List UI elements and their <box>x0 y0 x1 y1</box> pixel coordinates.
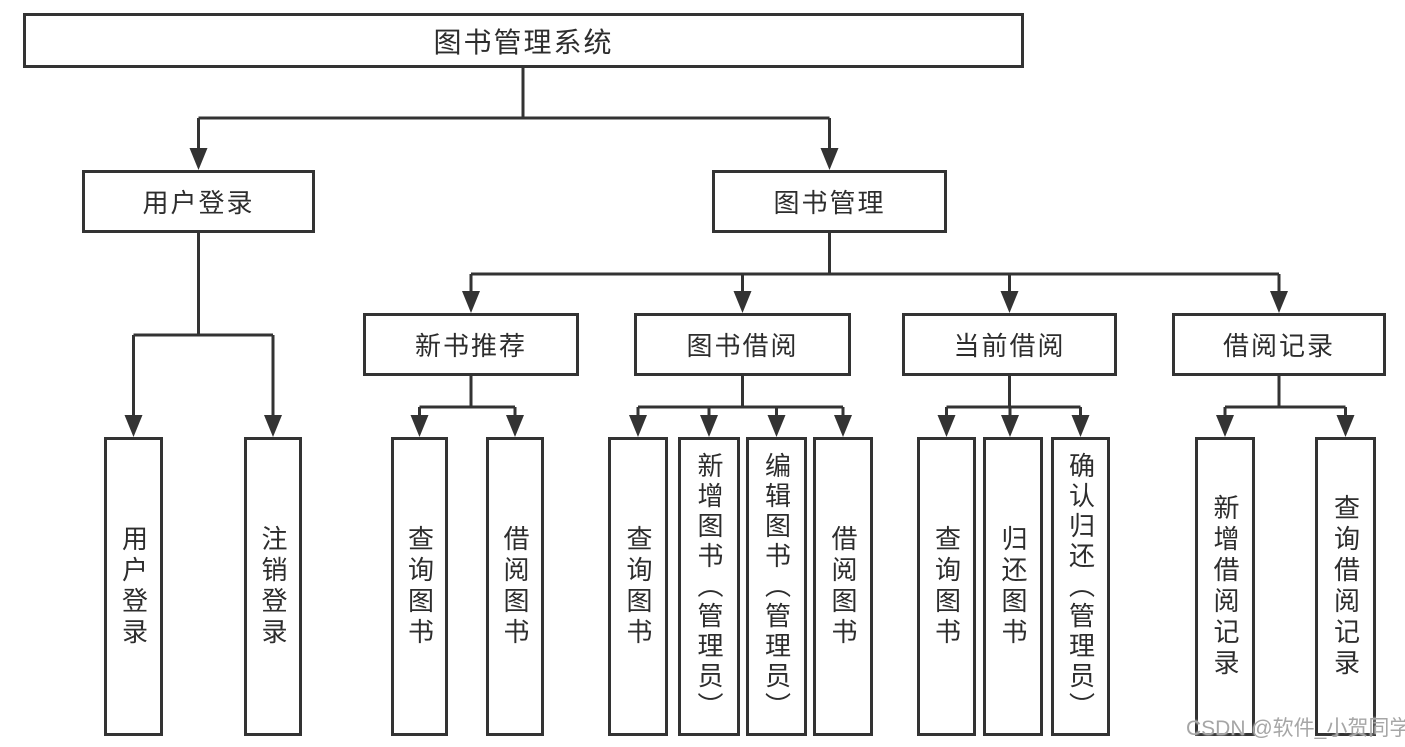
leaf-current-query-books-label: 查询图书 <box>931 524 962 649</box>
leaf-edit-books-admin: 编辑图书（管理员） <box>746 437 807 736</box>
csdn-watermark: CSDN @软件_小贺同学 <box>1186 717 1405 740</box>
leaf-logout-login-label: 注销登录 <box>258 524 288 649</box>
leaf-borrowing-borrow-books-label: 借阅图书 <box>828 524 858 649</box>
leaf-borrowing-borrow-books: 借阅图书 <box>813 437 873 736</box>
node-new-book-recommend-label: 新书推荐 <box>414 331 527 361</box>
node-new-book-recommend: 新书推荐 <box>363 313 579 376</box>
node-book-borrowing-label: 图书借阅 <box>686 331 799 361</box>
leaf-rec-query-books: 查询图书 <box>391 437 448 736</box>
leaf-edit-books-admin-label: 编辑图书（管理员） <box>761 451 792 722</box>
node-borrowing-records-label: 借阅记录 <box>1222 331 1335 361</box>
node-borrowing-records: 借阅记录 <box>1172 313 1386 376</box>
node-current-borrowing: 当前借阅 <box>902 313 1117 376</box>
node-book-management-label: 图书管理 <box>773 188 886 218</box>
node-library-system-label: 图书管理系统 <box>433 26 614 58</box>
leaf-add-borrow-record: 新增借阅记录 <box>1195 437 1255 736</box>
leaf-borrowing-query-books-label: 查询图书 <box>623 524 653 649</box>
leaf-user-login: 用户登录 <box>104 437 163 736</box>
node-user-login: 用户登录 <box>82 170 315 233</box>
node-user-login-label: 用户登录 <box>142 188 255 218</box>
leaf-current-query-books: 查询图书 <box>917 437 976 736</box>
leaf-logout-login: 注销登录 <box>244 437 302 736</box>
leaf-add-borrow-record-label: 新增借阅记录 <box>1210 493 1240 680</box>
leaf-confirm-return-admin: 确认归还（管理员） <box>1051 437 1110 736</box>
leaf-add-books-admin: 新增图书（管理员） <box>678 437 740 736</box>
leaf-rec-borrow-books: 借阅图书 <box>486 437 544 736</box>
leaf-borrowing-query-books: 查询图书 <box>608 437 668 736</box>
node-book-management: 图书管理 <box>712 170 947 233</box>
leaf-query-borrow-record-label: 查询借阅记录 <box>1330 493 1361 680</box>
node-library-system: 图书管理系统 <box>23 13 1024 68</box>
leaf-return-books-label: 归还图书 <box>998 524 1028 649</box>
leaf-rec-borrow-books-label: 借阅图书 <box>500 524 530 649</box>
leaf-add-books-admin-label: 新增图书（管理员） <box>694 451 724 722</box>
leaf-confirm-return-admin-label: 确认归还（管理员） <box>1065 451 1096 722</box>
leaf-user-login-label: 用户登录 <box>118 524 149 649</box>
leaf-return-books: 归还图书 <box>983 437 1043 736</box>
leaf-rec-query-books-label: 查询图书 <box>404 524 435 649</box>
leaf-query-borrow-record: 查询借阅记录 <box>1315 437 1376 736</box>
node-book-borrowing: 图书借阅 <box>634 313 851 376</box>
node-current-borrowing-label: 当前借阅 <box>953 331 1066 361</box>
